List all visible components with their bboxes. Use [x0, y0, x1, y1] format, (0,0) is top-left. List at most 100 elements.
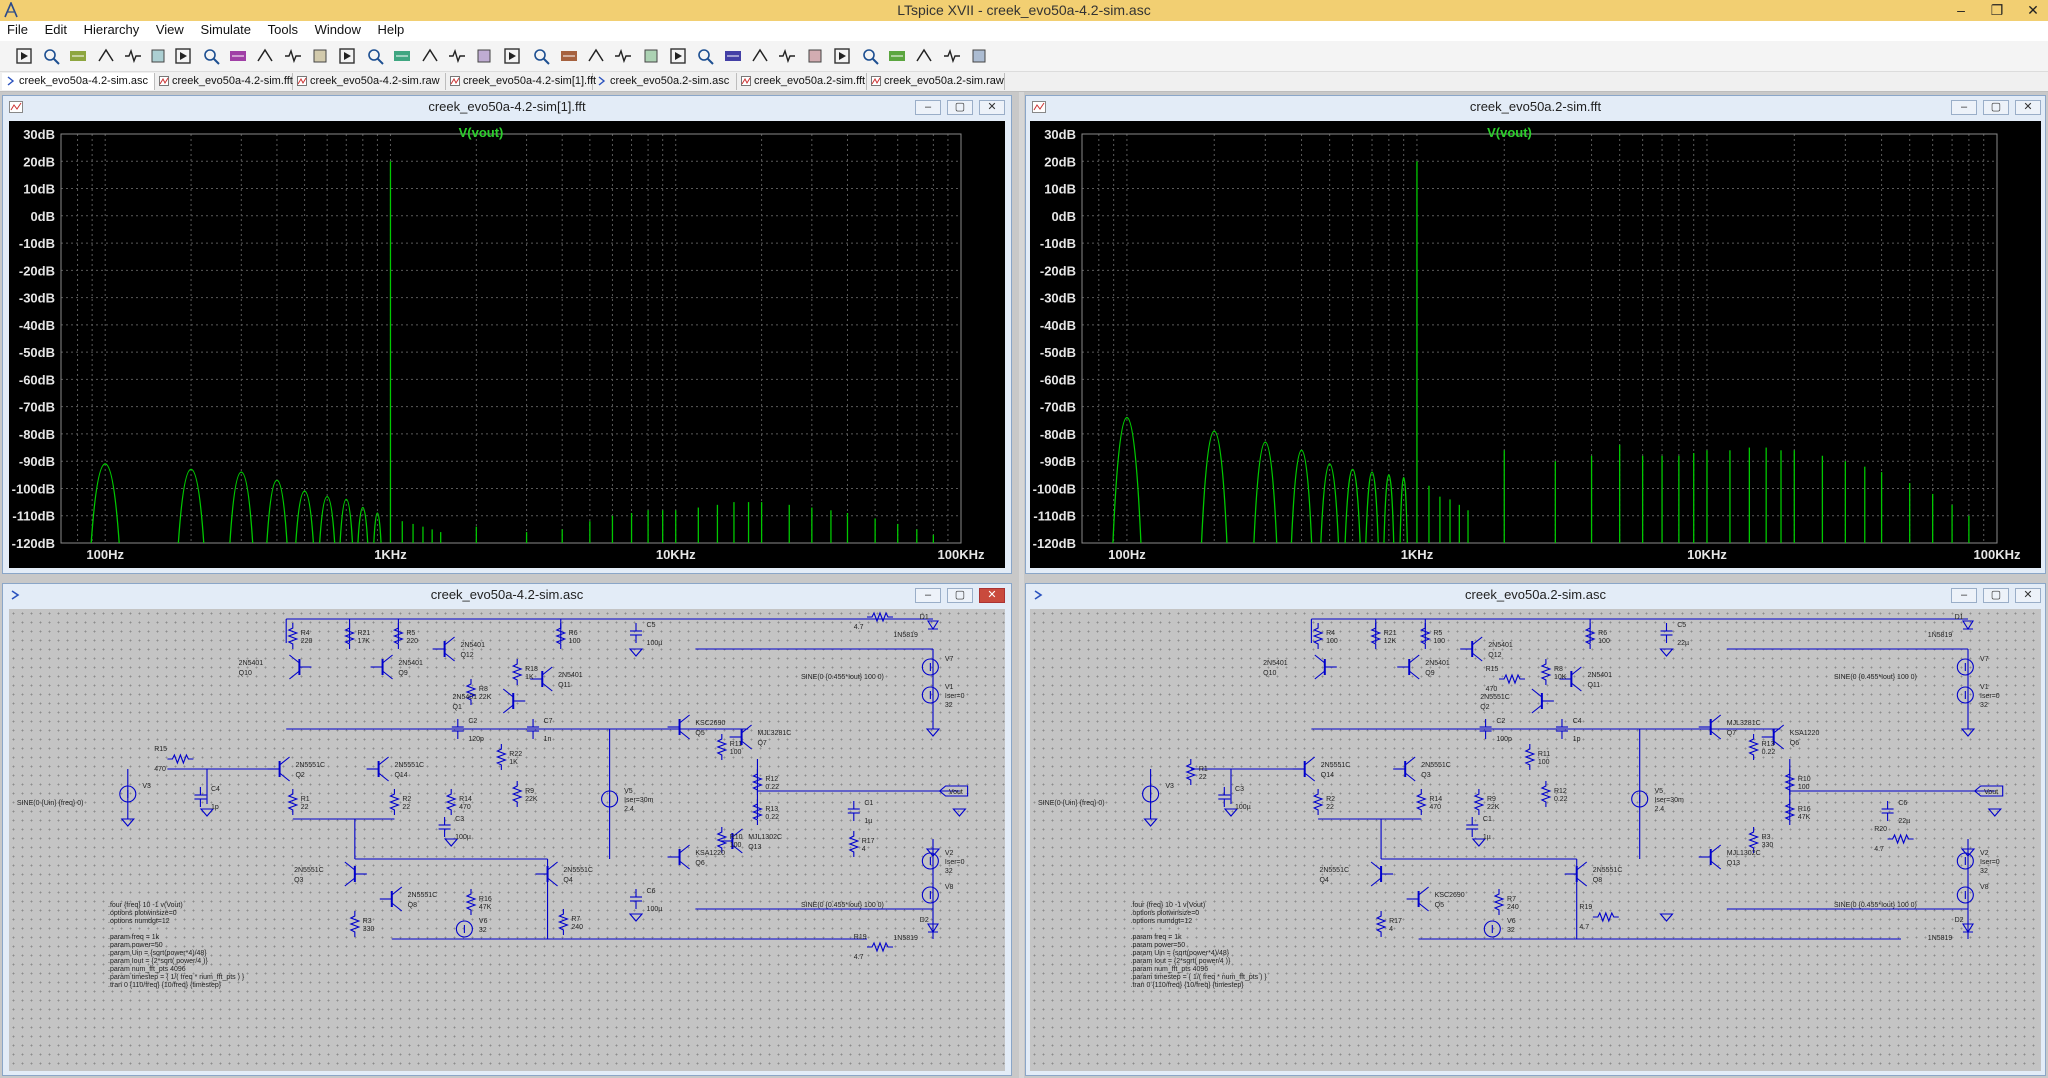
transistor-symbol[interactable] [344, 861, 367, 887]
capacitor-symbol[interactable] [527, 719, 540, 739]
resistor-symbol[interactable] [1540, 659, 1552, 685]
trace-label[interactable]: V(vout) [459, 125, 504, 140]
zoom-cancel-icon[interactable] [255, 46, 275, 66]
run-icon[interactable] [14, 46, 34, 66]
transistor-symbol[interactable] [530, 666, 553, 692]
capacitor-symbol[interactable] [1479, 719, 1492, 739]
resistor-symbol[interactable] [1419, 623, 1431, 649]
rotate-icon[interactable] [887, 46, 907, 66]
redo-icon[interactable] [860, 46, 880, 66]
transistor-symbol[interactable] [720, 828, 743, 854]
resistor-symbol[interactable] [1584, 623, 1596, 649]
resistor-symbol[interactable] [287, 789, 299, 815]
voltage-source-symbol[interactable] [1956, 886, 1974, 904]
autorange-icon[interactable] [283, 46, 303, 66]
resistor-symbol[interactable] [167, 753, 194, 765]
resistor-symbol[interactable] [465, 679, 477, 705]
capacitor-symbol[interactable] [1466, 817, 1479, 837]
transistor-symbol[interactable] [1460, 636, 1483, 662]
menu-view[interactable]: View [155, 22, 184, 37]
resistor-symbol[interactable] [1493, 889, 1505, 915]
fft-plot-right[interactable]: 30dB20dB10dB0dB-10dB-20dB-30dB-40dB-50dB… [1030, 121, 2041, 568]
capacitor-symbol[interactable] [1881, 801, 1894, 821]
resistor-symbol[interactable] [1748, 827, 1760, 853]
net-label-flag[interactable] [1973, 785, 2004, 797]
panel-close-button[interactable]: ✕ [979, 100, 1005, 115]
resistor-symbol[interactable] [343, 623, 356, 649]
menu-simulate[interactable]: Simulate [200, 22, 252, 37]
maximize-button[interactable]: ❐ [1990, 2, 2004, 18]
tile-vertical-icon[interactable] [392, 46, 412, 66]
resistor-symbol[interactable] [1748, 734, 1760, 760]
panel-maximize-button[interactable]: ▢ [947, 100, 973, 115]
transistor-symbol[interactable] [667, 844, 690, 870]
resistor-symbol[interactable] [1312, 789, 1324, 815]
control-panel-icon[interactable] [96, 46, 116, 66]
transistor-symbol[interactable] [370, 654, 393, 680]
zoom-in-icon[interactable] [173, 46, 193, 66]
transistor-symbol[interactable] [1406, 886, 1429, 912]
transistor-symbol[interactable] [379, 886, 403, 912]
panel-minimize-button[interactable]: – [1951, 100, 1977, 115]
resistor-symbol[interactable] [555, 623, 567, 649]
transistor-symbol[interactable] [1531, 688, 1554, 714]
resistor-symbol[interactable] [495, 744, 507, 770]
resistor-symbol[interactable] [1540, 781, 1552, 807]
resistor-symbol[interactable] [1473, 789, 1485, 815]
resistor-symbol[interactable] [511, 659, 523, 685]
transistor-symbol[interactable] [1370, 861, 1394, 887]
menu-file[interactable]: File [7, 22, 28, 37]
resistor-symbol[interactable] [511, 781, 523, 807]
close-button[interactable]: ✕ [2027, 2, 2039, 18]
transistor-symbol[interactable] [432, 636, 455, 662]
voltage-source-symbol[interactable] [1483, 920, 1501, 938]
hand-icon[interactable] [805, 46, 825, 66]
transistor-symbol[interactable] [667, 714, 690, 740]
capacitor-symbol[interactable] [451, 719, 464, 739]
tab-6[interactable]: creek_evo50a.2-sim.fft [737, 73, 867, 90]
resistor-symbol[interactable] [716, 827, 728, 853]
transistor-symbol[interactable] [1314, 654, 1337, 680]
capacitor-symbol[interactable] [630, 889, 642, 909]
tab-5[interactable]: creek_evo50a.2-sim.asc [593, 73, 737, 90]
panel-minimize-button[interactable]: – [915, 588, 941, 603]
resistor-symbol[interactable] [465, 889, 477, 915]
capacitor-symbol[interactable] [194, 787, 207, 807]
panel-minimize-button[interactable]: – [1951, 588, 1977, 603]
resistor-symbol[interactable] [287, 623, 299, 649]
trace-label[interactable]: V(vout) [1487, 125, 1532, 140]
voltage-source-symbol[interactable] [1956, 658, 1974, 676]
net-label-flag[interactable] [938, 785, 969, 797]
tile-horizontal-icon[interactable] [337, 46, 357, 66]
transistor-symbol[interactable] [1698, 844, 1722, 870]
zoom-back-icon[interactable] [310, 46, 330, 66]
transistor-symbol[interactable] [1564, 861, 1588, 887]
tab-3[interactable]: creek_evo50a-4.2-sim.raw [293, 73, 446, 90]
diode-symbol[interactable] [1962, 620, 1974, 631]
copy-icon[interactable] [447, 46, 467, 66]
menu-tools[interactable]: Tools [267, 22, 298, 37]
transistor-symbol[interactable] [1393, 756, 1416, 782]
resistor-symbol[interactable] [1415, 789, 1427, 815]
resistor-symbol[interactable] [1375, 911, 1387, 937]
resistor-symbol[interactable] [1887, 833, 1914, 845]
save-icon[interactable] [68, 46, 88, 66]
halt-icon[interactable] [123, 46, 143, 66]
resistor-symbol[interactable] [848, 831, 860, 857]
diode-symbol[interactable] [927, 620, 939, 631]
ground-icon[interactable] [613, 46, 633, 66]
inductor-icon[interactable] [723, 46, 743, 66]
voltage-source-symbol[interactable] [1956, 852, 1974, 870]
capacitor-symbol[interactable] [630, 623, 642, 643]
spice-directive-icon[interactable] [969, 46, 989, 66]
cut-icon[interactable] [420, 46, 440, 66]
zoom-out-icon[interactable] [228, 46, 248, 66]
panel-minimize-button[interactable]: – [915, 100, 941, 115]
transistor-symbol[interactable] [1698, 714, 1722, 740]
menu-help[interactable]: Help [377, 22, 405, 37]
resistor-symbol[interactable] [557, 909, 569, 935]
print-icon[interactable] [531, 46, 551, 66]
resistor-symbol[interactable] [1784, 799, 1796, 825]
transistor-symbol[interactable] [366, 756, 389, 782]
